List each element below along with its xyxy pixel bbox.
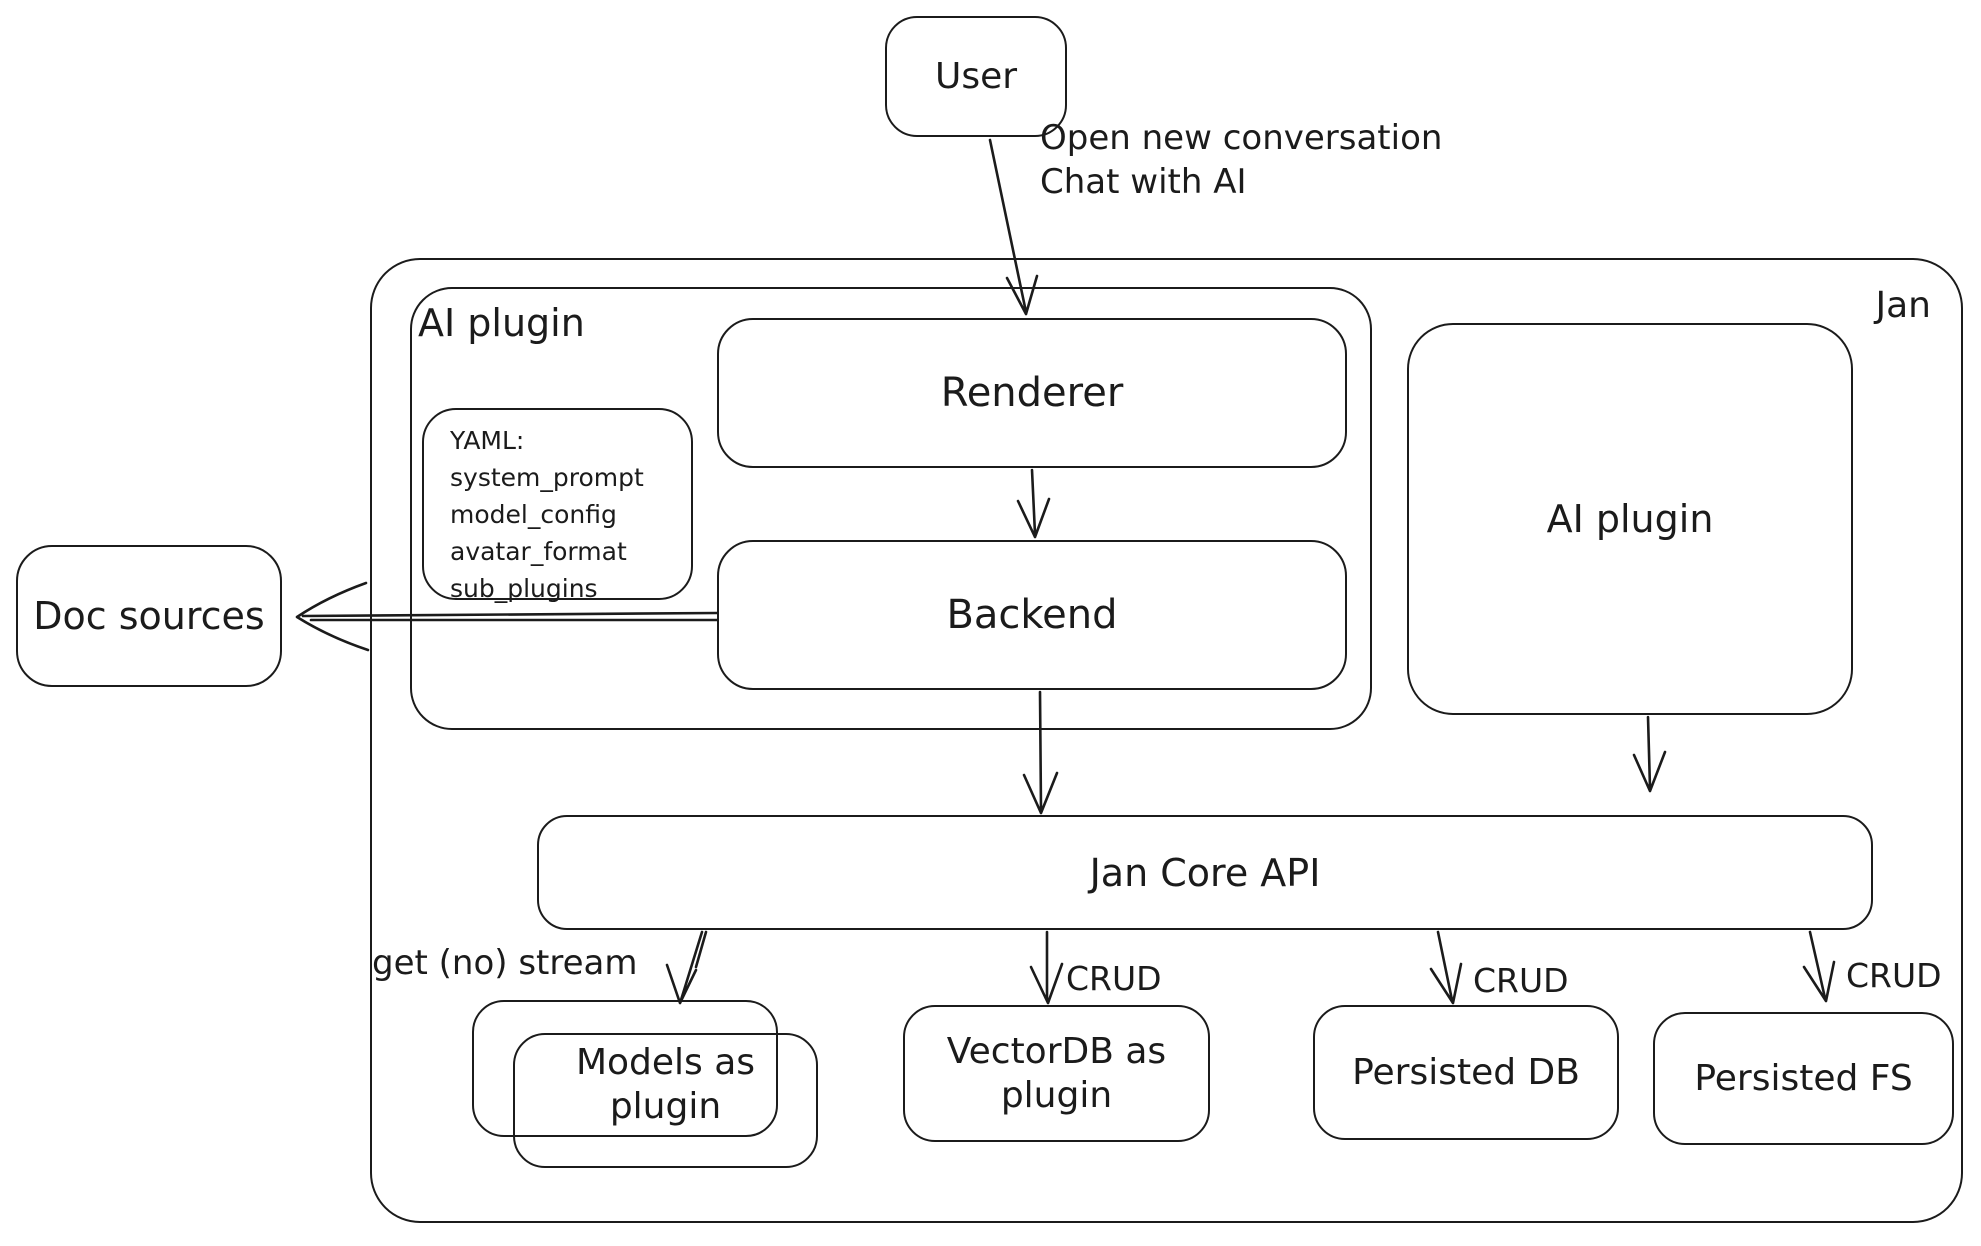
edge-label-user-to-renderer: Open new conversation Chat with AI <box>1040 116 1442 204</box>
models-as-plugin-label: Models as plugin <box>515 1003 816 1166</box>
user-node: User <box>885 16 1067 137</box>
models-as-plugin-line: Models as <box>575 1041 756 1083</box>
jan-core-api-node: Jan Core API <box>537 815 1873 930</box>
yaml-line: avatar_format <box>450 537 627 566</box>
vectordb-as-plugin-label: VectorDB as plugin <box>905 1007 1208 1140</box>
renderer-node: Renderer <box>717 318 1347 468</box>
user-node-label: User <box>934 55 1018 97</box>
persisted-db-node: Persisted DB <box>1313 1005 1619 1140</box>
vectordb-as-plugin-node: VectorDB as plugin <box>903 1005 1210 1142</box>
edge-label-line: Chat with AI <box>1040 162 1247 202</box>
ai-plugin-right-label: AI plugin <box>1546 497 1714 541</box>
ai-plugin-right-node: AI plugin <box>1407 323 1853 715</box>
models-as-plugin-node: Models as plugin <box>513 1033 818 1168</box>
persisted-db-label: Persisted DB <box>1352 1051 1580 1093</box>
yaml-line: system_prompt <box>450 463 644 492</box>
jan-container: Jan <box>370 258 1963 1223</box>
models-as-plugin-back-box <box>472 1000 778 1137</box>
jan-core-api-label: Jan Core API <box>1089 850 1321 895</box>
renderer-node-label: Renderer <box>940 370 1124 416</box>
ai-plugin-left-container: AI plugin <box>410 287 1372 730</box>
persisted-fs-node: Persisted FS <box>1653 1012 1954 1145</box>
jan-container-label: Jan <box>1875 285 1932 326</box>
ai-plugin-left-label: AI plugin <box>418 301 585 345</box>
yaml-line: sub_plugins <box>450 574 598 603</box>
backend-node: Backend <box>717 540 1347 690</box>
persisted-fs-label: Persisted FS <box>1694 1057 1913 1099</box>
yaml-line: YAML: <box>450 426 525 455</box>
edge-label-line: Open new conversation <box>1040 118 1443 158</box>
models-as-plugin-line: plugin <box>609 1085 722 1127</box>
yaml-line: model_config <box>450 500 617 529</box>
doc-sources-node: Doc sources <box>16 545 282 687</box>
backend-node-label: Backend <box>946 592 1118 638</box>
yaml-note-text: YAML: system_prompt model_config avatar_… <box>450 422 644 607</box>
edge-label-crud-persisted-db: CRUD <box>1473 961 1569 1000</box>
vectordb-line: VectorDB as <box>946 1030 1167 1072</box>
vectordb-line: plugin <box>1000 1074 1113 1116</box>
edge-label-crud-persisted-fs: CRUD <box>1846 956 1942 995</box>
edge-label-crud-vectordb: CRUD <box>1066 959 1162 998</box>
edge-label-get-no-stream: get (no) stream <box>372 943 638 983</box>
yaml-note: YAML: system_prompt model_config avatar_… <box>422 408 693 603</box>
doc-sources-label: Doc sources <box>33 594 265 638</box>
